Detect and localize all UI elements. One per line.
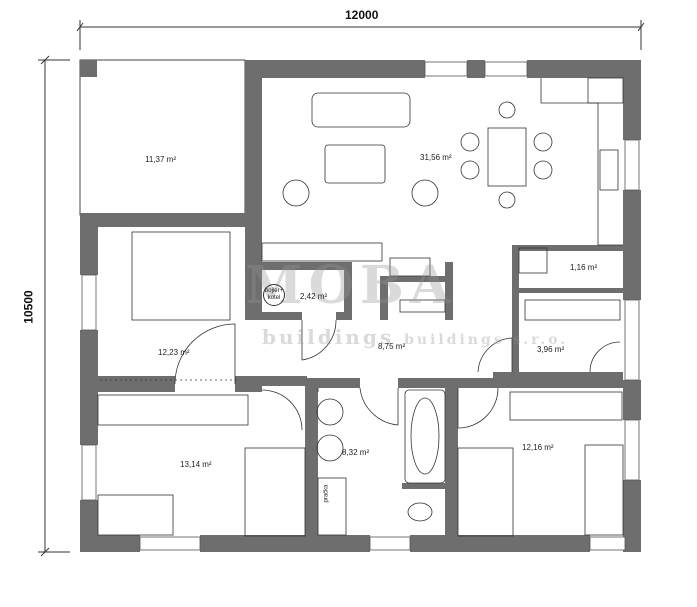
room-area-bedroom-right: 12,16 m²	[522, 443, 554, 452]
room-area-living: 31,56 m²	[420, 153, 452, 162]
sofa	[311, 92, 411, 128]
dimension-width	[76, 20, 645, 50]
doors	[174, 319, 621, 431]
room-area-technical: 2,42 m²	[300, 292, 328, 301]
bed-main	[131, 231, 231, 321]
room-area-terrace: 11,37 m²	[145, 155, 176, 164]
walls	[79, 59, 641, 552]
washer-label: pračka	[323, 484, 330, 503]
room-area-wardrobe: 3,96 m²	[537, 345, 565, 354]
room-area-bedroom-main: 12,23 m²	[158, 348, 190, 357]
bed-left	[97, 494, 174, 536]
room-area-hall: 8,75 m²	[378, 342, 406, 351]
dimension-height	[38, 55, 70, 557]
dimension-width-label: 12000	[345, 8, 379, 22]
coffee-table	[324, 144, 386, 184]
bathtub	[404, 389, 446, 484]
room-area-pantry: 1,16 m²	[570, 263, 598, 272]
boiler-label: bojler+ kotel	[263, 284, 285, 306]
room-area-bathroom: 8,32 m²	[342, 448, 370, 457]
fireplace	[261, 242, 383, 262]
dimension-height-label: 10500	[21, 290, 36, 324]
dining-table	[487, 127, 527, 187]
watermark-company: buildings buildings s.r.o.	[262, 325, 569, 349]
room-area-bedroom-left: 13,14 m²	[180, 460, 212, 469]
windows	[81, 61, 640, 551]
furniture	[97, 77, 624, 537]
bed-right	[584, 444, 624, 536]
